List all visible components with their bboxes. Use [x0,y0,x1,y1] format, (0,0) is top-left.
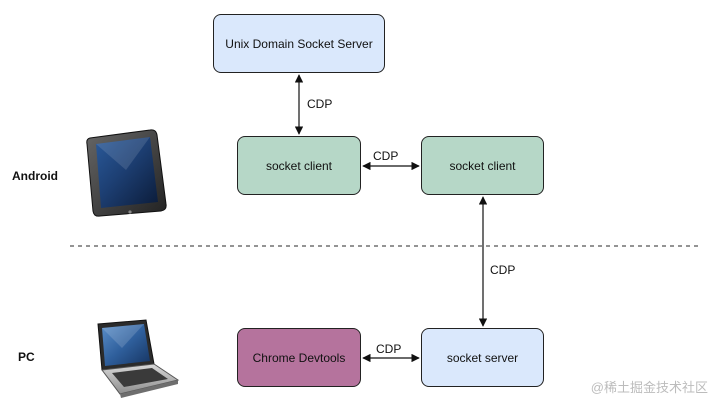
socket-client-right-label: socket client [449,158,516,173]
socket-client-node-left: socket client [237,136,361,195]
unix-domain-socket-server-label: Unix Domain Socket Server [225,36,373,51]
tablet-icon [86,129,167,217]
socket-client-node-right: socket client [421,136,544,195]
edge-label-client-server: CDP [490,263,516,277]
socket-server-label: socket server [446,350,519,365]
edge-label-devtools-server: CDP [376,342,402,356]
chrome-devtools-node: Chrome Devtools [237,328,361,387]
android-label: Android [12,169,58,183]
pc-label: PC [18,350,35,364]
edge-label-unix-client: CDP [307,97,333,111]
unix-domain-socket-server-node: Unix Domain Socket Server [213,14,385,73]
laptop-icon [97,319,180,398]
chrome-devtools-label: Chrome Devtools [252,350,346,365]
watermark: @稀土掘金技术社区 [590,380,708,395]
socket-server-node: socket server [421,328,544,387]
socket-client-left-label: socket client [265,158,333,173]
edge-label-client-client: CDP [373,149,399,163]
